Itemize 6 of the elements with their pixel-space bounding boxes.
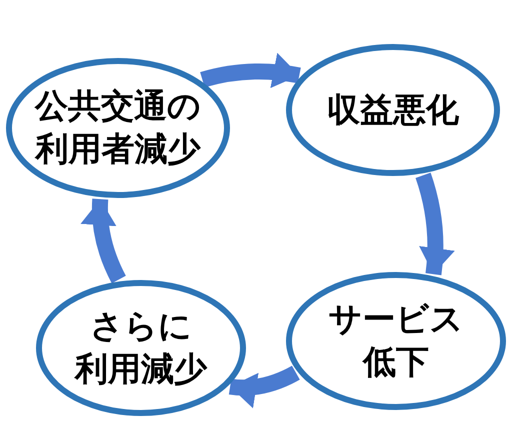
arrow — [200, 53, 301, 89]
node-label: 公共交通の利用者減少 — [35, 85, 201, 170]
node-label: サービス低下 — [328, 298, 464, 383]
arrow — [229, 366, 300, 408]
node-label: 収益悪化 — [327, 88, 459, 131]
node-label: さらに利用減少 — [75, 305, 207, 390]
